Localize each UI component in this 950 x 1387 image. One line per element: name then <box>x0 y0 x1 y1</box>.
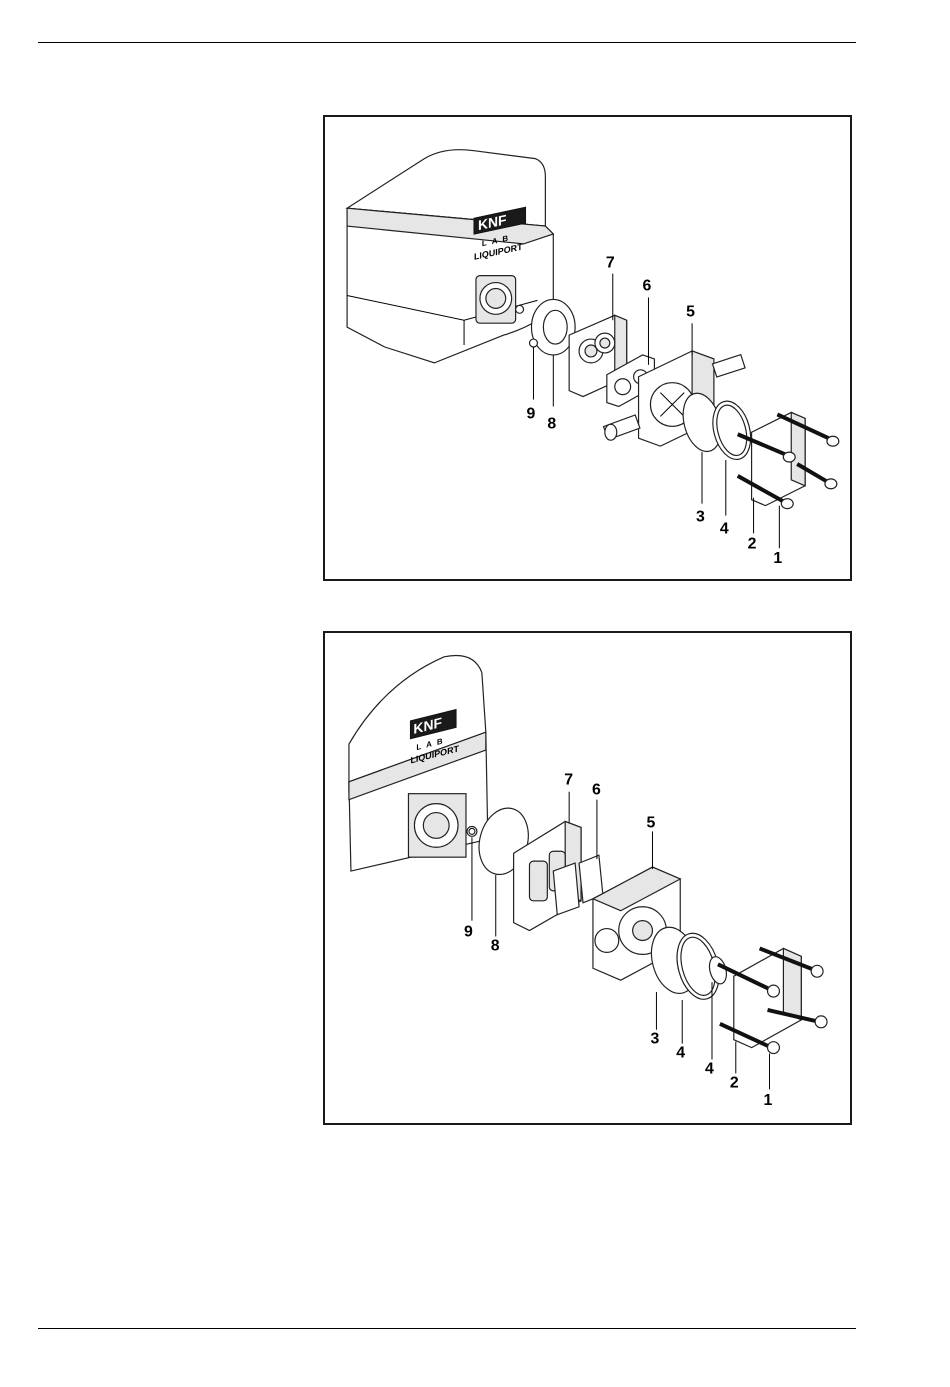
callout-4a: 4 <box>676 1045 685 1062</box>
part-2-cover-plate <box>752 412 806 505</box>
callout-5: 5 <box>647 814 656 831</box>
callout-6: 6 <box>643 277 652 294</box>
callout-9: 9 <box>464 924 473 941</box>
pump-housing: KNF LAB LIQUIPORT <box>347 150 553 363</box>
exploded-view-drawing-1: KNF LAB LIQUIPORT <box>325 117 850 579</box>
callout-1: 1 <box>773 550 782 567</box>
footer-rule <box>38 1328 856 1329</box>
callout-9: 9 <box>527 405 536 422</box>
callout-2: 2 <box>748 535 757 552</box>
callout-1: 1 <box>764 1092 773 1109</box>
callout-3: 3 <box>650 1031 659 1048</box>
callout-8: 8 <box>547 415 556 432</box>
pump-housing: KNF LAB LIQUIPORT <box>349 656 488 872</box>
callout-6: 6 <box>592 782 601 799</box>
exploded-view-drawing-2: KNF LAB LIQUIPORT <box>325 633 850 1123</box>
exploded-view-figure-2: KNF LAB LIQUIPORT <box>323 631 852 1125</box>
header-rule <box>38 42 856 43</box>
callout-7: 7 <box>606 255 615 272</box>
callout-5: 5 <box>686 303 695 320</box>
callout-4: 4 <box>720 520 729 537</box>
callout-8: 8 <box>491 937 500 954</box>
callout-4b: 4 <box>705 1060 714 1077</box>
exploded-view-figure-1: KNF LAB LIQUIPORT <box>323 115 852 581</box>
callout-3: 3 <box>696 508 705 525</box>
callout-2: 2 <box>730 1074 739 1091</box>
part-9-screw <box>530 339 538 347</box>
part-9-screw <box>469 828 475 834</box>
callout-7: 7 <box>564 772 573 789</box>
